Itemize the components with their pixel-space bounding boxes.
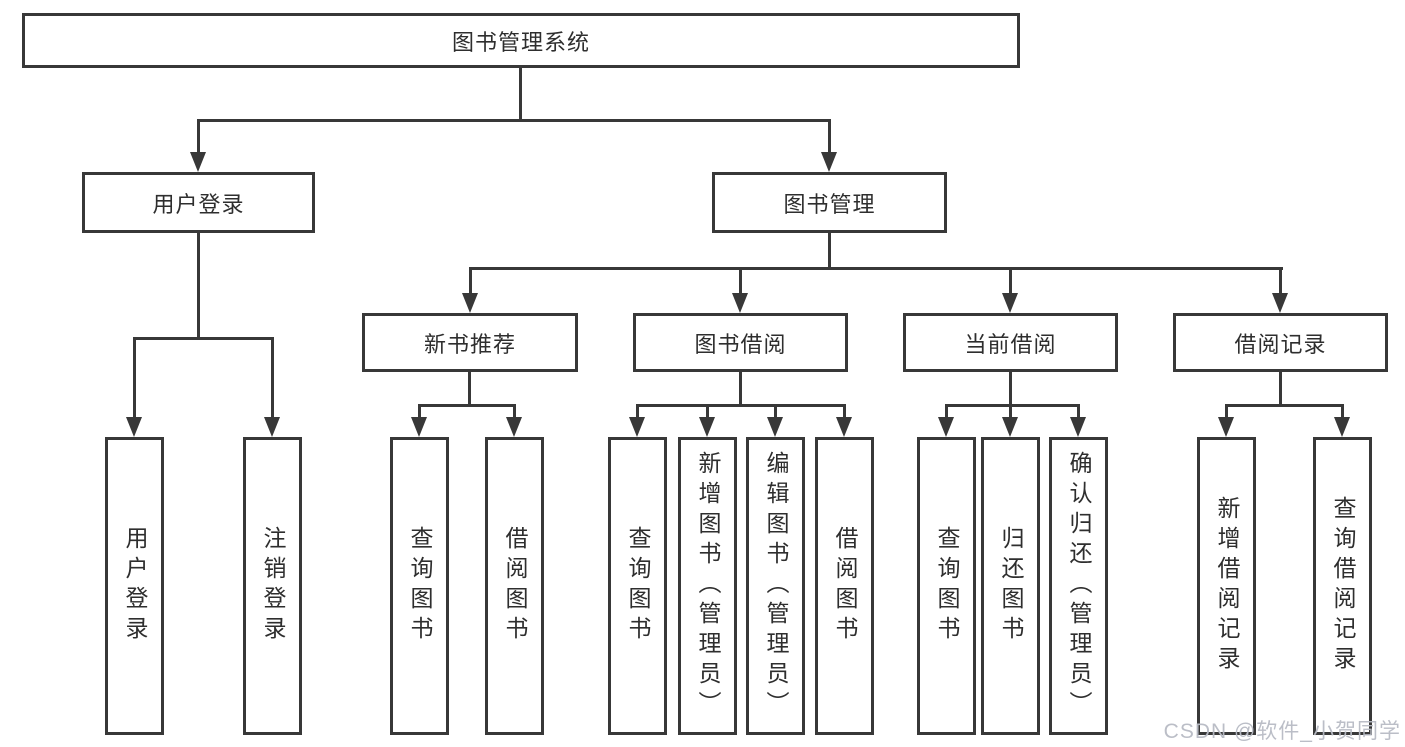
connector-line	[828, 119, 831, 154]
node-new-book-recommendation: 新书推荐	[362, 313, 578, 372]
node-book-management: 图书管理	[712, 172, 947, 233]
node-current-borrowing: 当前借阅	[903, 313, 1118, 372]
csdn-watermark: CSDN @软件_小贺同学	[1163, 720, 1401, 743]
connector-line	[469, 267, 1283, 270]
connector-line	[739, 267, 742, 295]
connector-line	[133, 337, 136, 419]
connector-line	[843, 404, 846, 419]
leaf-logout: 注销登录	[243, 437, 302, 735]
connector-line	[418, 404, 516, 407]
connector-line	[828, 231, 831, 269]
connector-line	[706, 404, 709, 419]
connector-line	[197, 231, 200, 339]
node-library-management-system: 图书管理系统	[22, 13, 1020, 68]
arrow-down-icon	[821, 152, 837, 172]
arrow-down-icon	[938, 417, 954, 437]
connector-line	[1279, 370, 1282, 406]
connector-line	[1077, 404, 1080, 419]
connector-line	[1009, 370, 1012, 406]
leaf-add-borrow-record: 新增借阅记录	[1197, 437, 1256, 735]
connector-line	[739, 370, 742, 406]
connector-line	[469, 267, 472, 295]
arrow-down-icon	[836, 417, 852, 437]
leaf-user-login: 用户登录	[105, 437, 164, 735]
connector-line	[133, 337, 274, 340]
arrow-down-icon	[1002, 293, 1018, 313]
arrow-down-icon	[732, 293, 748, 313]
arrow-down-icon	[1070, 417, 1086, 437]
arrow-down-icon	[506, 417, 522, 437]
connector-line	[197, 119, 831, 122]
connector-line	[945, 404, 948, 419]
connector-line	[519, 66, 522, 121]
connector-line	[636, 404, 846, 407]
node-user-login: 用户登录	[82, 172, 315, 233]
connector-line	[1009, 267, 1012, 295]
arrow-down-icon	[1218, 417, 1234, 437]
connector-line	[468, 370, 471, 406]
leaf-return-books: 归还图书	[981, 437, 1040, 735]
connector-line	[1225, 404, 1228, 419]
leaf-confirm-return-admin: 确认归还（管理员）	[1049, 437, 1108, 735]
connector-line	[774, 404, 777, 419]
arrow-down-icon	[462, 293, 478, 313]
arrow-down-icon	[1002, 417, 1018, 437]
connector-line	[1009, 404, 1012, 419]
connector-line	[1341, 404, 1344, 419]
connector-line	[1279, 267, 1282, 295]
arrow-down-icon	[1334, 417, 1350, 437]
leaf-query-borrow-record: 查询借阅记录	[1313, 437, 1372, 735]
arrow-down-icon	[190, 152, 206, 172]
arrow-down-icon	[126, 417, 142, 437]
leaf-query-books-recommend: 查询图书	[390, 437, 449, 735]
arrow-down-icon	[767, 417, 783, 437]
connector-line	[271, 337, 274, 419]
leaf-borrow-books-recommend: 借阅图书	[485, 437, 544, 735]
leaf-query-books-current: 查询图书	[917, 437, 976, 735]
arrow-down-icon	[264, 417, 280, 437]
arrow-down-icon	[1272, 293, 1288, 313]
connector-line	[513, 404, 516, 419]
leaf-query-books-borrowing: 查询图书	[608, 437, 667, 735]
arrow-down-icon	[411, 417, 427, 437]
leaf-edit-book-admin: 编辑图书（管理员）	[746, 437, 805, 735]
connector-line	[945, 404, 1080, 407]
connector-line	[418, 404, 421, 419]
connector-line	[636, 404, 639, 419]
leaf-add-book-admin: 新增图书（管理员）	[678, 437, 737, 735]
connector-line	[197, 119, 200, 154]
arrow-down-icon	[699, 417, 715, 437]
leaf-borrow-books-borrowing: 借阅图书	[815, 437, 874, 735]
arrow-down-icon	[629, 417, 645, 437]
node-borrowing-records: 借阅记录	[1173, 313, 1388, 372]
node-book-borrowing: 图书借阅	[633, 313, 848, 372]
connector-line	[1225, 404, 1344, 407]
